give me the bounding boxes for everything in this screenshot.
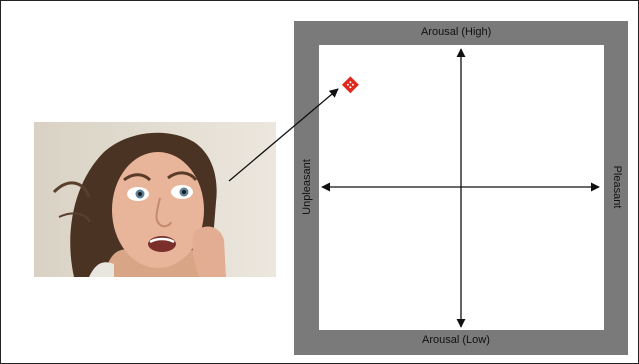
- axis-label-unpleasant: Unpleasant: [301, 159, 313, 215]
- rating-marker: [341, 76, 359, 94]
- axis-label-pleasant: Pleasant: [611, 165, 623, 209]
- axis-label-arousal-high: Arousal (High): [421, 26, 492, 38]
- axis-label-arousal-low: Arousal (Low): [422, 334, 490, 346]
- pointer-arrow: [228, 88, 339, 182]
- fearful-face-photo: [34, 122, 276, 277]
